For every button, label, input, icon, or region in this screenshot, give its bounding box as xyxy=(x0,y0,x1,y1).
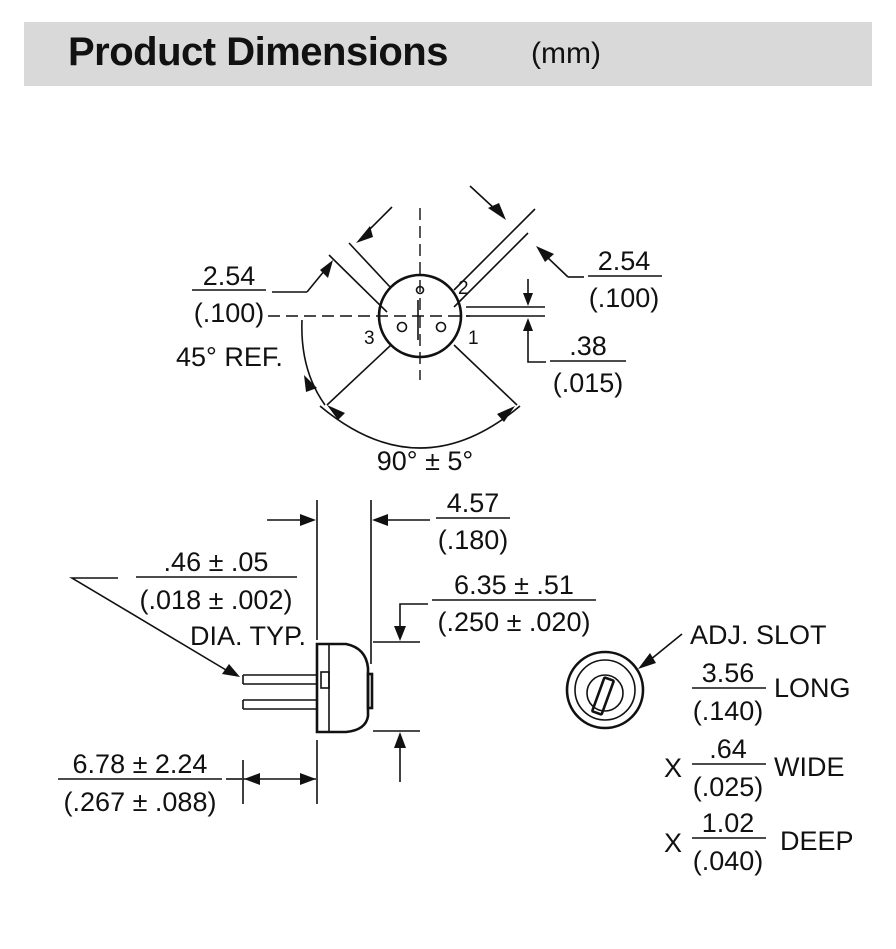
ext-line-right xyxy=(453,232,529,308)
slot-wide-mm: .64 xyxy=(709,734,747,764)
arrow-height-bottom xyxy=(394,732,406,748)
slot-long-word: LONG xyxy=(774,673,851,703)
leader-upper-right xyxy=(469,185,497,211)
slot-long-inch: (.140) xyxy=(693,696,764,726)
slot-deep-word: DEEP xyxy=(780,826,854,856)
pin-2-hole xyxy=(415,285,425,295)
ext-line-lower-right xyxy=(453,344,518,406)
pin-1-hole xyxy=(435,321,447,333)
body-nub xyxy=(320,671,330,689)
leader-right-diag xyxy=(545,255,569,278)
pin-dia-inch: (.018 ± .002) xyxy=(140,585,293,615)
arrow-arc-right xyxy=(497,406,515,422)
angle-arc-90 xyxy=(319,405,521,449)
leader-offset-bottom xyxy=(527,326,546,363)
depth-inch: (.180) xyxy=(438,525,509,555)
arrow-right-spacing xyxy=(536,246,554,262)
slot-long-mm: 3.56 xyxy=(702,658,755,688)
adjuster-stub xyxy=(366,672,374,710)
ext-line-left xyxy=(328,254,388,313)
pin-dia-mm: .46 ± .05 xyxy=(164,547,269,577)
pin-label-3: 3 xyxy=(364,328,375,349)
pin-dia-note: DIA. TYP. xyxy=(190,621,306,651)
header-bar xyxy=(24,22,872,86)
top-view: 1 2 3 2.54 (.100) 2.54 (.100) .38 (.015)… xyxy=(176,185,662,476)
slot-wide-inch: (.025) xyxy=(693,772,764,802)
arrow-lead-right xyxy=(300,773,316,785)
left-spacing-inch: (.100) xyxy=(194,298,265,328)
slot-wide-prefix: X xyxy=(664,753,682,783)
arrow-offset-bottom xyxy=(523,318,533,331)
slot-deep-prefix: X xyxy=(664,828,682,858)
arrow-arc-left xyxy=(327,405,345,420)
slot-inner-circle xyxy=(586,674,624,712)
lead-length-mm: 6.78 ± 2.24 xyxy=(73,749,208,779)
arrow-pin-dia xyxy=(222,664,240,677)
arrow-upper-left xyxy=(356,226,373,243)
slot-deep-mm: 1.02 xyxy=(702,808,755,838)
side-view: 4.57 (.180) .46 ± .05 (.018 ± .002) DIA.… xyxy=(58,488,596,817)
angle-span-label: 90° ± 5° xyxy=(377,446,473,476)
body-circle xyxy=(377,273,463,359)
leader-height-top xyxy=(399,603,428,626)
slot-wide-word: WIDE xyxy=(774,752,845,782)
page-title: Product Dimensions xyxy=(68,30,448,74)
arrow-height-top xyxy=(394,626,406,641)
leader-slot xyxy=(649,633,683,661)
slot-outer-circle xyxy=(565,650,645,730)
slot-middle-circle xyxy=(574,659,636,721)
lead-length-inch: (.267 ± .088) xyxy=(64,787,217,817)
leader-pin-dia xyxy=(69,577,227,671)
ext-line-upper-right xyxy=(453,208,536,291)
right-spacing-inch: (.100) xyxy=(589,283,660,313)
slot-deep-inch: (.040) xyxy=(693,846,764,876)
height-mm: 6.35 ± .51 xyxy=(454,570,574,600)
arrow-upper-right xyxy=(488,203,506,220)
arrow-offset-top xyxy=(523,293,533,306)
arrow-depth-right xyxy=(372,514,388,526)
left-spacing-mm: 2.54 xyxy=(203,261,256,291)
slot-label: ADJ. SLOT xyxy=(690,620,827,650)
arrow-slot xyxy=(638,653,656,669)
body-outline xyxy=(315,642,370,734)
pin-label-2: 2 xyxy=(458,278,469,299)
angle-ref-label: 45° REF. xyxy=(176,342,283,372)
right-spacing-mm: 2.54 xyxy=(598,246,651,276)
leader-left-diag xyxy=(306,269,326,293)
angle-arc-45 xyxy=(301,319,326,406)
arrow-lead-left xyxy=(244,773,260,785)
unit-label: (mm) xyxy=(531,37,601,70)
offset-mm: .38 xyxy=(569,331,607,361)
ext-line-upper-left xyxy=(348,242,392,289)
ext-line-lower-left xyxy=(326,344,392,406)
slot-groove xyxy=(591,676,615,716)
height-inch: (.250 ± .020) xyxy=(438,607,591,637)
pin-3-hole xyxy=(396,321,408,333)
arrow-arc-45 xyxy=(304,375,317,392)
pin-label-1: 1 xyxy=(468,328,479,349)
depth-mm: 4.57 xyxy=(447,488,500,518)
arrow-left-spacing xyxy=(320,260,333,278)
arrow-depth-left xyxy=(300,514,316,526)
adj-slot-view: ADJ. SLOT 3.56 (.140) LONG X .64 (.025) … xyxy=(565,620,854,876)
offset-inch: (.015) xyxy=(553,368,624,398)
